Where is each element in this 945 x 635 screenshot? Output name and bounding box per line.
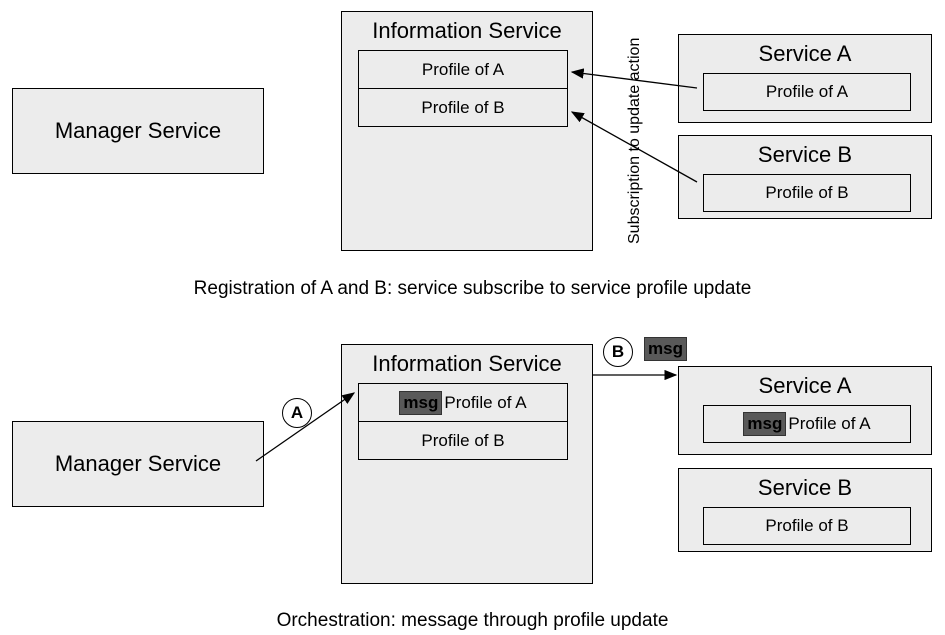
service-a-title-bottom: Service A (758, 373, 852, 398)
information-service-box-bottom: Information Service msg Profile of A Pro… (341, 344, 593, 584)
step-b-marker: B (603, 337, 633, 367)
service-b-profile-bottom: Profile of B (703, 507, 911, 545)
information-service-title: Information Service (372, 18, 562, 43)
profile-a-row: Profile of A (358, 50, 568, 89)
arrow-manager-to-info (255, 392, 356, 462)
service-b-title: Service B (757, 142, 853, 167)
bottom-caption: Orchestration: message through profile u… (276, 610, 669, 631)
service-a-box: Service A Profile of A (678, 34, 932, 123)
manager-service-box: Manager Service (12, 88, 264, 174)
service-b-title-bottom: Service B (757, 475, 853, 500)
step-a-marker: A (282, 398, 312, 428)
manager-service-box-bottom: Manager Service (12, 421, 264, 507)
information-service-box: Information Service Profile of A Profile… (341, 11, 593, 251)
service-a-profile-bottom: msg Profile of A (703, 405, 911, 443)
information-service-title-bottom: Information Service (372, 351, 562, 376)
service-a-title: Service A (758, 41, 852, 66)
service-a-box-bottom: Service A msg Profile of A (678, 366, 932, 455)
top-caption: Registration of A and B: service subscri… (193, 278, 752, 299)
profile-a-row-bottom: msg Profile of A (358, 383, 568, 422)
msg-badge-info: msg (399, 390, 443, 415)
manager-service-label: Manager Service (54, 118, 222, 143)
profile-b-row: Profile of B (358, 88, 568, 127)
service-b-profile: Profile of B (703, 174, 911, 212)
profile-b-row-bottom: Profile of B (358, 421, 568, 460)
manager-service-label-bottom: Manager Service (54, 451, 222, 476)
service-a-profile: Profile of A (703, 73, 911, 111)
profile-a-label-bottom: Profile of A (444, 392, 527, 412)
msg-badge-service-a: msg (743, 412, 787, 436)
service-a-profile-label-bottom: Profile of A (788, 414, 871, 433)
arrow-service-b-to-profile-b (570, 111, 698, 183)
service-b-box-bottom: Service B Profile of B (678, 468, 932, 552)
arrow-service-a-to-profile-a (570, 68, 698, 89)
service-b-box: Service B Profile of B (678, 135, 932, 219)
floating-msg-badge: msg (644, 337, 687, 361)
